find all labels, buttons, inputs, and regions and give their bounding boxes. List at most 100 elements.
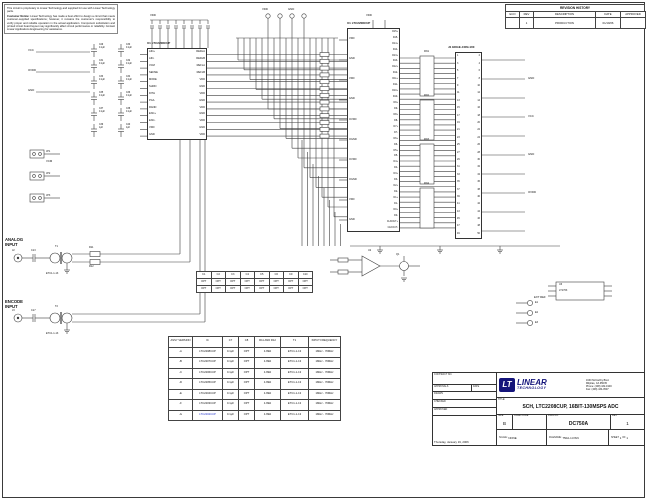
cell: 4.99Ω xyxy=(254,399,281,411)
conn-pin-number: 7 xyxy=(457,76,459,80)
conn-pin-number: 40 xyxy=(477,194,480,198)
c17-ref: C17 xyxy=(31,309,36,312)
net-label-vcc: VCC xyxy=(28,48,34,52)
cell xyxy=(620,17,646,29)
pin-label: D7- xyxy=(394,130,398,134)
u1-right-label: U1 LTC2208CUP xyxy=(347,22,370,25)
capacitor-value: 0.1μF xyxy=(126,78,132,81)
pin-label: OVDD xyxy=(349,117,357,121)
e1-ref: E1 xyxy=(535,301,539,304)
pin-label: SENSE xyxy=(149,70,158,74)
size-value: B xyxy=(502,420,506,426)
capacitor-ref: C34 xyxy=(126,76,131,78)
j1-part: EDGE-CON-100 xyxy=(452,45,475,49)
options-row: OPT OPT OPT OPT OPT OPT OPT OPT xyxy=(196,285,313,293)
capacitor-value: 1μF xyxy=(99,126,104,129)
conn-pin-number: 16 xyxy=(477,106,480,110)
addr-line: Phone: (408) 432-1900 xyxy=(586,385,612,389)
pin-label: D12- xyxy=(392,71,398,75)
cell: OPT xyxy=(239,278,255,286)
conn-pin-number: 8 xyxy=(478,76,480,80)
notice-line1: This circuit is proprietary to Linear Te… xyxy=(7,6,115,13)
cell: 01/19/06 xyxy=(595,17,621,29)
cell: ETC1-1-13 xyxy=(280,367,309,379)
conn-pin-number: 20 xyxy=(477,121,480,124)
approvals-header: APPROVALS DATE xyxy=(433,385,496,392)
company-line1: LINEAR xyxy=(517,378,547,388)
rn4-ref: RN4 xyxy=(424,182,430,185)
cell: C2 xyxy=(210,271,226,279)
cell: 4.99Ω xyxy=(254,378,281,390)
capacitor-ref: C30 xyxy=(126,44,131,46)
pin-label: ENC- xyxy=(149,119,156,123)
cell: 4.99Ω xyxy=(254,367,281,379)
q1-ref: Q1 xyxy=(396,253,400,256)
conn-pin-number: 47 xyxy=(457,224,460,228)
scale-row: SCALE: NONE FILENAME: 750A-1.DSN SHEET 1… xyxy=(497,430,644,445)
drawing-title-row: TITLE: SCH, LTC2208CUP, 16BIT-130MSPS AD… xyxy=(497,398,644,415)
rn2-ref: RN2 xyxy=(424,94,430,97)
cell: OPT xyxy=(297,285,313,293)
assembly-row: -A LTC2208CUP 0.1μF OPT 4.99Ω ETC1-1-13 … xyxy=(168,346,341,358)
pin-label: REFHB xyxy=(196,57,205,61)
capacitor-icon xyxy=(91,124,97,137)
capacitor-ref: C39 xyxy=(99,124,104,126)
net-label-ovdd: OVDD xyxy=(28,68,37,72)
cell: PRODUCTION xyxy=(533,17,596,29)
capacitor-value: 0.1μF xyxy=(126,94,132,97)
conn-pin-number: 13 xyxy=(457,98,460,102)
capacitor-icon xyxy=(118,108,124,121)
conn-pin-number: 48 xyxy=(477,224,480,228)
pin-label: D6- xyxy=(394,142,398,146)
capacitor-icon xyxy=(91,76,97,89)
cell: OPT xyxy=(238,346,255,358)
cell: 0.1μF xyxy=(222,346,239,358)
cell: C5 xyxy=(254,271,270,279)
cell: LTC2205CUP xyxy=(192,378,223,390)
cell xyxy=(505,17,520,29)
conn-pin-number: 34 xyxy=(477,172,480,176)
j1-label: J1 EDGE-CON-100 xyxy=(448,46,474,49)
pin-label: RAND xyxy=(149,105,157,109)
capacitor-ref: C32 xyxy=(126,60,131,62)
cell: OPT xyxy=(238,357,255,369)
u1-ref: U1 xyxy=(347,21,351,25)
conn-pin-number: 38 xyxy=(477,187,480,191)
date-label: DATE xyxy=(473,384,480,388)
conn-pin-number: 2 xyxy=(478,54,480,58)
cage-cell: CAGE CODE xyxy=(513,415,547,430)
pin-label: GND xyxy=(199,98,205,102)
cell: ETC1-1-13 xyxy=(280,346,309,358)
capacitor-icon xyxy=(118,92,124,105)
pin-label: D0+ xyxy=(393,207,398,211)
cell: 1MHz - 70MHz xyxy=(308,409,341,421)
pin-label: REFLA xyxy=(196,64,205,67)
cell: LTC2207CUP xyxy=(192,357,223,369)
pin-label: MODE xyxy=(149,77,157,81)
capacitor-icon xyxy=(118,44,124,57)
pin-label: DITH xyxy=(149,91,156,95)
assembly-header-row: ASSY VERSION IC C7 C8 R11 AND R12 T1 INP… xyxy=(168,336,341,348)
conn-pin-number: 21 xyxy=(457,128,460,132)
pin-label: D8+ xyxy=(393,112,398,116)
pin-label: VCM xyxy=(149,64,155,67)
pin-label: VDD xyxy=(149,126,155,130)
cell: LTC2202CUP xyxy=(192,409,223,421)
cell: 1MHz - 70MHz xyxy=(308,378,341,390)
capacitor-value: 0.1μF xyxy=(99,94,105,97)
pin-label: D3- xyxy=(394,178,398,182)
conn-pin-number: 50 xyxy=(477,231,480,235)
cell: OPT xyxy=(210,278,226,286)
cell: C1 xyxy=(196,271,212,279)
addr-line: Fax: (408) 434-0507 xyxy=(586,388,609,392)
conn-pin-number: 29 xyxy=(457,157,460,161)
e2-ref: E2 xyxy=(535,311,539,314)
of-label: OF xyxy=(622,436,626,440)
pin-label: GND xyxy=(149,133,155,137)
revision-row: 1 PRODUCTION 01/19/06 xyxy=(505,17,646,29)
cell: OPT xyxy=(238,409,255,421)
cell: C10 xyxy=(297,271,313,279)
pin-label: D5+ xyxy=(393,148,398,152)
